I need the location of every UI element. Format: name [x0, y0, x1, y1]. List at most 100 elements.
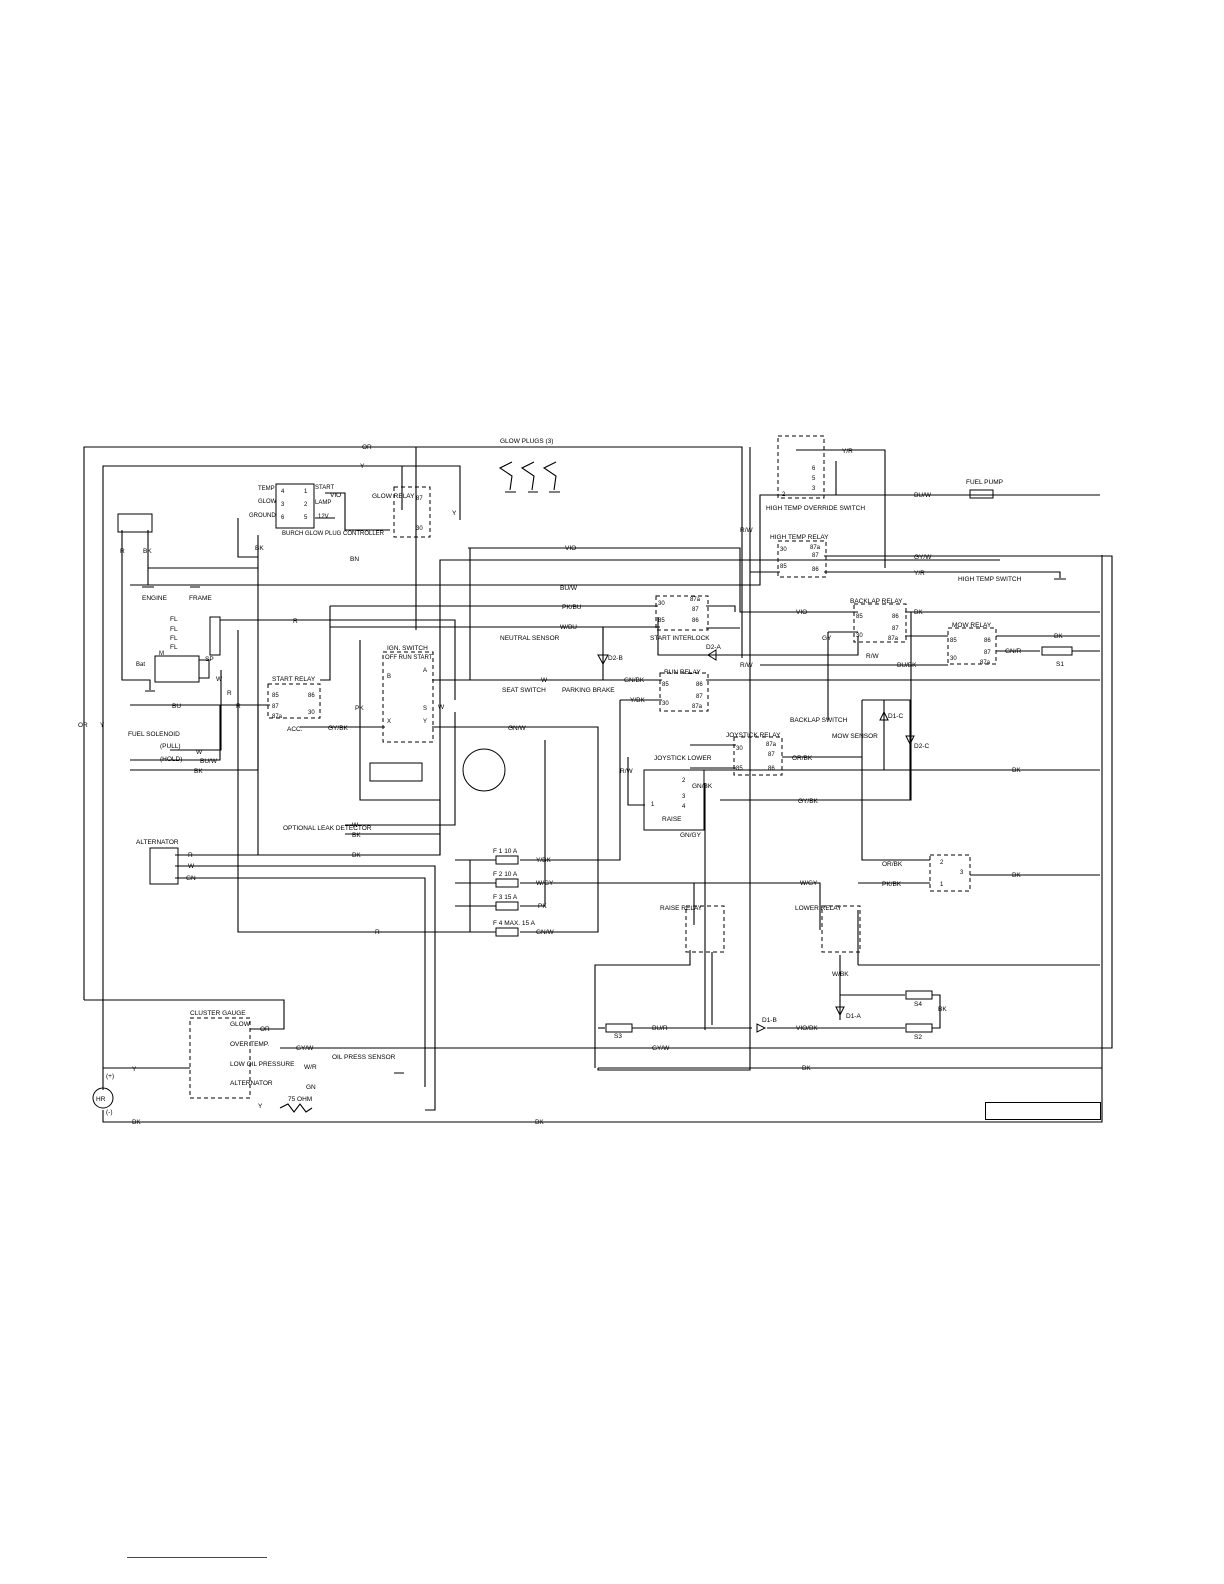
d2b-label: D2-B [608, 655, 623, 662]
htr-87: 87 [812, 553, 819, 559]
wire-bk-glow: BK [255, 545, 264, 552]
joy-4: 4 [682, 804, 686, 810]
wire-buw: BU/W [560, 585, 578, 592]
minus-label: (-) [106, 1109, 113, 1116]
bl-87a: 87a [888, 636, 899, 642]
si-87: 87 [692, 607, 699, 613]
glr-87: 87 [416, 496, 423, 502]
glow-pin-label: GLOW [258, 499, 277, 505]
joy-2: 2 [682, 778, 686, 784]
hto-5: 5 [812, 476, 816, 482]
jr-86: 86 [768, 766, 775, 772]
wire-bk-right: BK [1012, 872, 1021, 879]
pin-bat: Bat [136, 662, 145, 668]
joystick-relay-label: JOYSTICK RELAY [726, 732, 781, 739]
glc-3: 3 [281, 502, 285, 508]
ign-switch-label: IGN. SWITCH [387, 645, 428, 652]
wire-rw-1: R/W [740, 527, 754, 534]
wire-r-fl: R [293, 618, 298, 625]
rt-1: 1 [940, 882, 944, 888]
fuse-f4-label: F 4 MAX. 15 A [493, 920, 536, 927]
start-label: START [315, 485, 334, 491]
wire-or-left: OR [78, 722, 88, 729]
wire-r-alt: R [188, 852, 193, 859]
sr-85: 85 [272, 693, 279, 699]
htr-87a: 87a [810, 545, 821, 551]
wire-y-glow: Y [452, 510, 457, 517]
wire-bk-sol: BK [194, 768, 203, 775]
jr-85: 85 [736, 766, 743, 772]
mow-relay-label: MOW RELAY [952, 622, 992, 629]
mow-87: 87 [984, 650, 991, 656]
wire-bk-alt: BK [352, 852, 361, 859]
glc-6: 6 [281, 515, 285, 521]
gauge-overtemp-label: OVER TEMP. [230, 1041, 269, 1048]
wire-gngy: GN/GY [680, 832, 702, 839]
mow-30: 30 [950, 656, 957, 662]
s3-label: S3 [614, 1033, 622, 1040]
wire-gnw-f4: GN/W [536, 929, 555, 936]
wire-bk-backlap: BK [914, 609, 923, 616]
sr-87: 87 [272, 704, 279, 710]
fl-label-4: FL [170, 644, 178, 651]
neutral-sensor-label: NEUTRAL SENSOR [500, 635, 560, 642]
wire-gyw-bottom: GY/W [652, 1045, 670, 1052]
wire-bur: BU/R [652, 1025, 668, 1032]
reference-box [985, 1102, 1101, 1120]
mow-87a: 87a [980, 660, 991, 666]
htr-86: 86 [812, 567, 819, 573]
ign-pin-y: Y [423, 719, 427, 725]
htr-30: 30 [780, 547, 787, 553]
wire-pkbu: PK/BU [562, 604, 582, 611]
wire-bk-joy: BK [1012, 767, 1021, 774]
temp-label: TEMP [258, 486, 275, 492]
wire-bk-engine: BK [143, 548, 152, 555]
alternator-label: ALTERNATOR [136, 839, 179, 846]
d2a-label: D2-A [706, 644, 721, 651]
s2-label: S2 [914, 1034, 922, 1041]
wire-wgy-right: W/GY [800, 880, 818, 887]
pin-labels: 85 86 87 87a 30 30 87a 87 85 86 85 86 87… [272, 466, 991, 888]
gauge-lowoil-label: LOW OIL PRESSURE [230, 1061, 295, 1068]
si-86: 86 [692, 618, 699, 624]
high-temp-switch-label: HIGH TEMP SWITCH [958, 576, 1022, 583]
fuel-pump-label: FUEL PUMP [966, 479, 1003, 486]
hold-label: (HOLD) [160, 756, 182, 763]
engine-label: ENGINE [142, 595, 168, 602]
frame-label: FRAME [189, 595, 212, 602]
ign-pin-a: A [423, 668, 427, 674]
wire-rw-4: R/W [620, 768, 634, 775]
wire-w-seat: W [541, 677, 548, 684]
bl-86: 86 [892, 614, 899, 620]
wire-vio-right: VIO [796, 609, 807, 616]
wire-y-hr: Y [132, 1066, 137, 1073]
rt-3: 3 [960, 870, 964, 876]
joy-3: 3 [682, 794, 686, 800]
ground-label: GROUND [249, 513, 276, 519]
seat-switch-label: SEAT SWITCH [502, 687, 546, 694]
wire-pkbk-right: PK/BK [882, 881, 902, 888]
fuel-solenoid-label: FUEL SOLENOID [128, 731, 180, 738]
wire-bk-leak: BK [352, 832, 361, 839]
wire-bk-hr: BK [132, 1119, 141, 1126]
mow-86: 86 [984, 638, 991, 644]
wire-wbu: W/BU [560, 624, 577, 631]
wire-or-gauge: OR [260, 1026, 270, 1033]
rr-86: 86 [696, 682, 703, 688]
s4-label: S4 [914, 1001, 922, 1008]
wire-labels: OR Y OR Y VIO Y BK BN VIO R BK BU/W PK/B… [78, 444, 1063, 1126]
lower-relay-label: LOWER RELAY [795, 905, 842, 912]
joy-1: 1 [651, 802, 655, 808]
wire-gybk-acc: GY/BK [328, 725, 349, 732]
wire-gnbk-run: GN/BK [624, 677, 645, 684]
wire-w-alt: W [188, 863, 195, 870]
wire-gn-gauge: GN [306, 1084, 316, 1091]
glow-controller-label: BURCH GLOW PLUG CONTROLLER [282, 531, 385, 537]
wire-or-top: OR [362, 444, 372, 451]
wire-gyw-right: GY/W [914, 554, 932, 561]
wire-wgy-f2: W/GY [536, 880, 554, 887]
hto-6: 6 [812, 466, 816, 472]
d1a-label: D1-A [846, 1013, 861, 1020]
parking-brake-label: PARKING BRAKE [562, 687, 615, 694]
